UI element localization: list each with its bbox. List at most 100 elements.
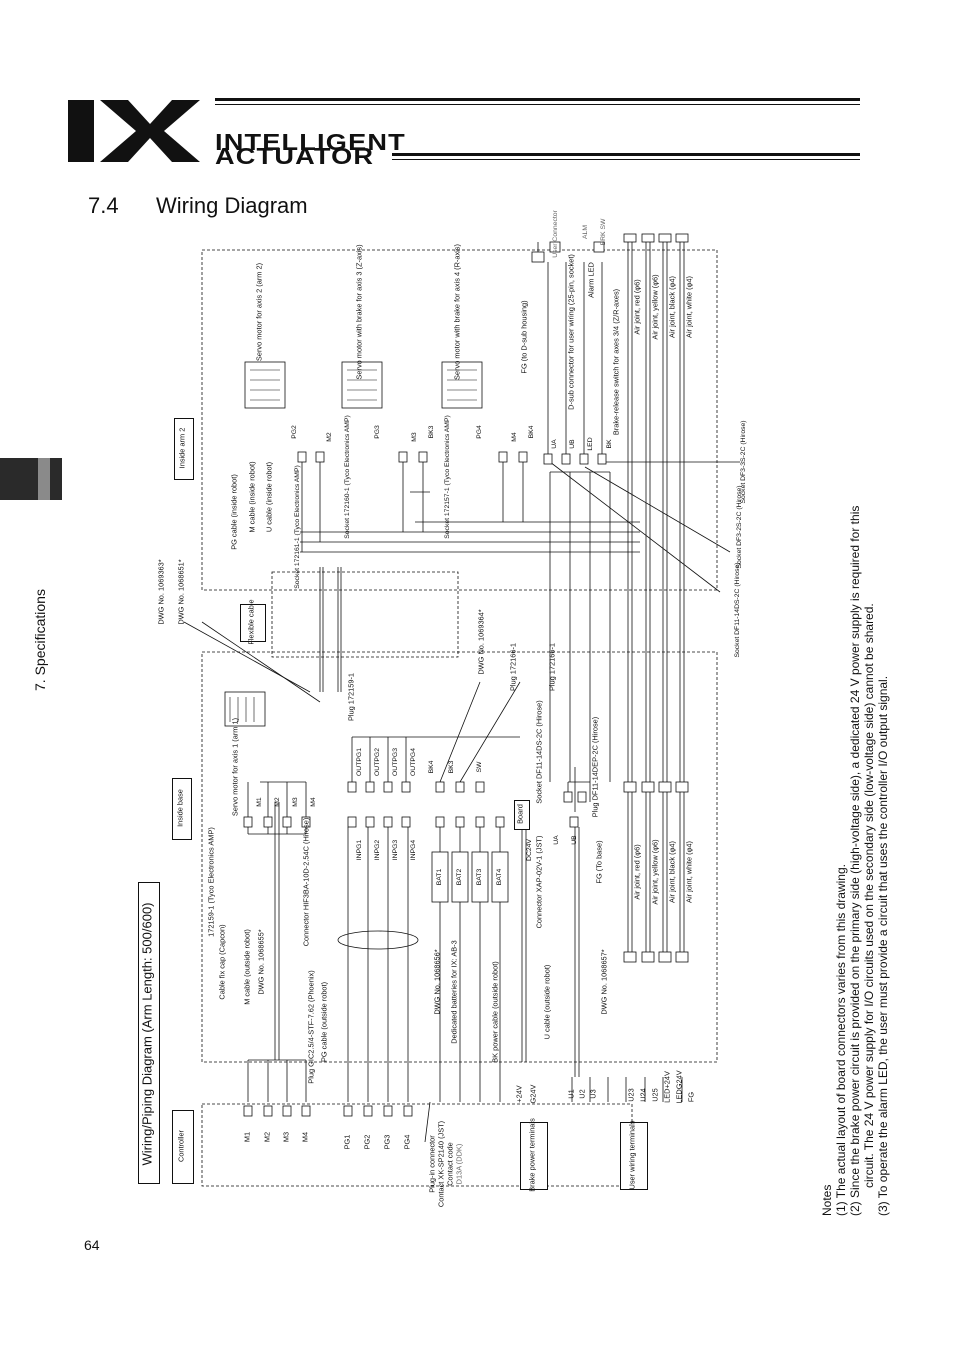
user-pin-ledg24v: LEDG24V bbox=[674, 1070, 684, 1104]
label-plug-172166-b: Plug 172166-1 bbox=[547, 642, 557, 692]
arm-pin-bk: BK bbox=[606, 439, 614, 449]
label-socket-df11-14ds-base: Socket DF11-14DS-2C (Hirose) bbox=[534, 700, 544, 804]
ctrl-pin-m1: M1 bbox=[242, 1131, 252, 1143]
label-m-cable-outside: M cable (outside robot) bbox=[242, 929, 252, 1005]
arm-pin-m3: M3 bbox=[411, 432, 419, 442]
label-batteries: Dedicated batteries for IX: AB-3 bbox=[449, 940, 459, 1044]
section-title: 7.4 Wiring Diagram bbox=[88, 193, 308, 219]
air-arm-red: Air joint, red (φ6) bbox=[632, 279, 642, 335]
flexible-cable-label: Flexible cable bbox=[246, 599, 256, 645]
label-dwg-863: DWG No. 1069363* bbox=[156, 559, 166, 625]
base-pin-ua: UA bbox=[553, 835, 561, 845]
arm-pin-ua: UA bbox=[551, 439, 559, 449]
label-user-connector: User Connector bbox=[552, 210, 560, 258]
label-m-cable-inside: M cable (inside robot) bbox=[247, 461, 257, 533]
section-number: 7.4 bbox=[88, 193, 119, 218]
arm-pin-m2: M2 bbox=[326, 432, 334, 442]
ctrl-pin-pg3: PG3 bbox=[382, 1134, 392, 1150]
motor-axis2-shape bbox=[244, 361, 286, 409]
label-dwg-364: DWG No. 1069364* bbox=[476, 609, 486, 675]
arm-pin-pg4: PG4 bbox=[476, 425, 484, 439]
header-rule-bottom-thin bbox=[392, 159, 860, 160]
motor-axis4-shape bbox=[441, 361, 483, 409]
label-socket-172157: Socket 172157-1 (Tyco Electronics AMP) bbox=[444, 415, 452, 539]
base-pin-inpg3: INPG3 bbox=[392, 839, 400, 861]
label-brake-switch: Brake-release switch for axes 3/4 (Z/R-a… bbox=[611, 288, 621, 436]
user-pin-u23: U23 bbox=[626, 1088, 636, 1102]
ctrl-pin-pg4: PG4 bbox=[402, 1134, 412, 1150]
label-motor-axis2: Servo motor for axis 2 (arm 2) bbox=[254, 262, 264, 362]
base-pin-m1: M1 bbox=[256, 797, 264, 807]
arm-pin-bk3: BK3 bbox=[428, 425, 436, 439]
motor-axis3-shape bbox=[341, 361, 383, 409]
ctrl-pin-m4: M4 bbox=[300, 1131, 310, 1143]
base-pin-bat3: BAT3 bbox=[476, 868, 484, 886]
label-fg-dsub: FG (to D-sub housing) bbox=[519, 300, 529, 374]
base-pin-outpg1: OUTPG1 bbox=[356, 748, 364, 776]
user-pin-fg: FG bbox=[686, 1091, 696, 1103]
base-pin-bk3: BK3 bbox=[448, 760, 456, 774]
label-alm: ALM bbox=[582, 225, 590, 239]
ix-logo-mark bbox=[68, 100, 200, 162]
brake-pin-g24v: G24V bbox=[528, 1084, 538, 1104]
air-arm-white: Air joint, white (φ4) bbox=[684, 276, 694, 338]
label-cable-fix-cap: Cable fix cap (Capcon) bbox=[217, 924, 227, 1000]
label-motor-axis4: Servo motor with brake for axis 4 (R-axi… bbox=[452, 244, 462, 380]
chapter-label: 7. Specifications bbox=[32, 589, 48, 691]
label-dsub-connector: D-sub connector for user wiring (25-pin,… bbox=[566, 254, 576, 410]
brand-line2: ACTUATOR bbox=[215, 143, 375, 169]
label-plug-172166-a: Plug 172166-1 bbox=[508, 642, 518, 692]
label-socket-172160: Socket 172160-1 (Tyco Electronics AMP) bbox=[344, 415, 352, 539]
diagram-title-box bbox=[138, 882, 160, 1184]
base-pin-bk4: BK4 bbox=[428, 760, 436, 774]
base-pin-bat1: BAT1 bbox=[436, 868, 444, 886]
label-plug-172159: Plug 172159-1 bbox=[346, 672, 356, 722]
base-pin-outpg4: OUTPG4 bbox=[410, 748, 418, 776]
diagram-title: Wiring/Piping Diagram (Arm Length: 500/6… bbox=[139, 902, 155, 1166]
note-2a: (2) Since the brake power circuit is pro… bbox=[848, 505, 862, 1216]
brake-power-terminals-label: Brake power terminals bbox=[527, 1118, 537, 1192]
air-base-black: Air joint, black (φ4) bbox=[667, 841, 677, 903]
label-pg-cable-outside: PG cable (outside robot) bbox=[319, 981, 329, 1063]
base-pin-m2: M2 bbox=[274, 797, 282, 807]
note-3: (3) To operate the alarm LED, the user m… bbox=[876, 675, 890, 1216]
inside-base-label-box bbox=[172, 778, 192, 840]
label-motor-axis3: Servo motor with brake for axis 3 (Z-axi… bbox=[354, 244, 364, 380]
label-connector-hif: Connector HIF3BA-10D-2.54C (Hirose) bbox=[301, 817, 311, 947]
base-zone bbox=[201, 651, 718, 1063]
user-pin-u24: U24 bbox=[638, 1088, 648, 1102]
flexible-cable-label-box bbox=[240, 604, 266, 642]
inside-base-label: Inside base bbox=[175, 789, 185, 827]
arm-pin-ub: UB bbox=[569, 439, 577, 449]
label-connector-xap: Connector XAP-02V-1 (JST) bbox=[534, 835, 544, 929]
inside-arm2-label: Inside arm 2 bbox=[177, 427, 187, 469]
label-plug-df11-14dep: Plug DF11-14DEP-2C (Hirose) bbox=[590, 716, 600, 818]
label-pg-cable-inside: PG cable (inside robot) bbox=[229, 474, 239, 550]
section-heading: Wiring Diagram bbox=[156, 193, 308, 218]
user-pin-u2: U2 bbox=[577, 1089, 587, 1099]
ctrl-pin-pg2: PG2 bbox=[362, 1134, 372, 1150]
inside-arm2-label-box bbox=[174, 418, 194, 480]
air-base-red: Air joint, red (φ6) bbox=[632, 844, 642, 900]
user-wiring-terminals-box bbox=[620, 1122, 648, 1190]
label-d13a: D13A (DDK) bbox=[454, 1143, 464, 1185]
base-pin-dc24v: DC24V bbox=[526, 839, 534, 861]
header-rule-top-thin bbox=[215, 104, 860, 105]
board-label: Board bbox=[515, 804, 525, 824]
air-base-white: Air joint, white (φ4) bbox=[684, 841, 694, 903]
label-plug-tyco: 172159-1 (Tyco Electronics AMP) bbox=[206, 827, 216, 937]
brand-line1: INTELLIGENT bbox=[215, 129, 406, 155]
note-2b: circuit. The 24 V power supply for I/O c… bbox=[862, 603, 876, 1188]
arm-pin-led: LED bbox=[587, 437, 595, 451]
chapter-tab bbox=[0, 458, 62, 500]
base-pin-bat4: BAT4 bbox=[496, 868, 504, 886]
ctrl-pin-m2: M2 bbox=[262, 1131, 272, 1143]
label-brk-sw: BRK SW bbox=[600, 218, 608, 246]
brake-power-terminals-box bbox=[520, 1122, 548, 1190]
board-label-box bbox=[514, 800, 530, 830]
label-dwg-857: DWG No. 1068657* bbox=[599, 949, 609, 1015]
note-1: (1) The actual layout of board connector… bbox=[834, 864, 848, 1216]
base-pin-inpg4: INPG4 bbox=[410, 839, 418, 861]
air-arm-yellow: Air joint, yellow (φ6) bbox=[650, 274, 660, 340]
base-pin-m4: M4 bbox=[310, 797, 318, 807]
